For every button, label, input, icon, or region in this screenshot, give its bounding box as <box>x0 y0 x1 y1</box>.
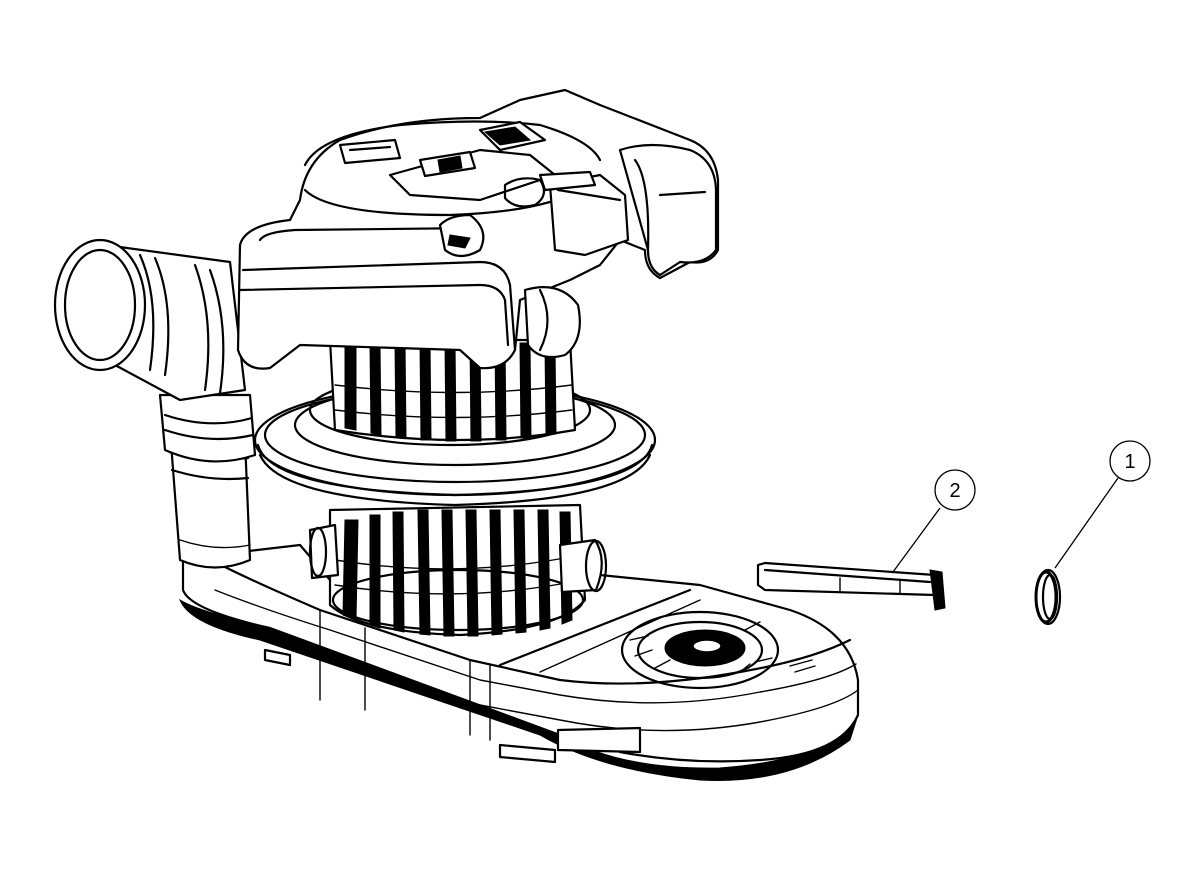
callout-1: 1 <box>1054 440 1151 569</box>
callout-2: 2 <box>892 469 976 573</box>
inlet-pipe <box>158 393 257 569</box>
base-plate-foot-2 <box>498 743 557 764</box>
outlet-pipe <box>53 238 247 402</box>
callout-1-circle <box>1109 440 1151 482</box>
part-o-ring <box>1034 568 1062 626</box>
callout-2-number: 2 <box>949 480 960 502</box>
motor-cover <box>236 88 720 370</box>
base-plate-groove-1 <box>214 589 857 704</box>
side-knob <box>523 286 581 359</box>
right-stub <box>558 538 603 594</box>
callout-1-number: 1 <box>1124 451 1135 473</box>
callout-1-leader <box>1054 477 1119 569</box>
pin-body <box>756 561 937 597</box>
base-plate-ridge-2 <box>539 599 701 673</box>
base-plate-tab <box>556 726 642 754</box>
base-plate-groove-2 <box>229 619 859 732</box>
callout-2-leader <box>892 507 941 573</box>
callout-2-circle <box>934 469 976 511</box>
base-plate-foot <box>263 648 292 667</box>
grinder-wheel <box>620 610 816 690</box>
pin-head <box>929 569 946 611</box>
base-plate-top-edge <box>213 560 852 685</box>
lower-filter-cage <box>328 503 587 637</box>
base-plate-ridge <box>498 588 692 667</box>
pump-assembly <box>53 88 860 781</box>
part-pin <box>756 561 946 611</box>
